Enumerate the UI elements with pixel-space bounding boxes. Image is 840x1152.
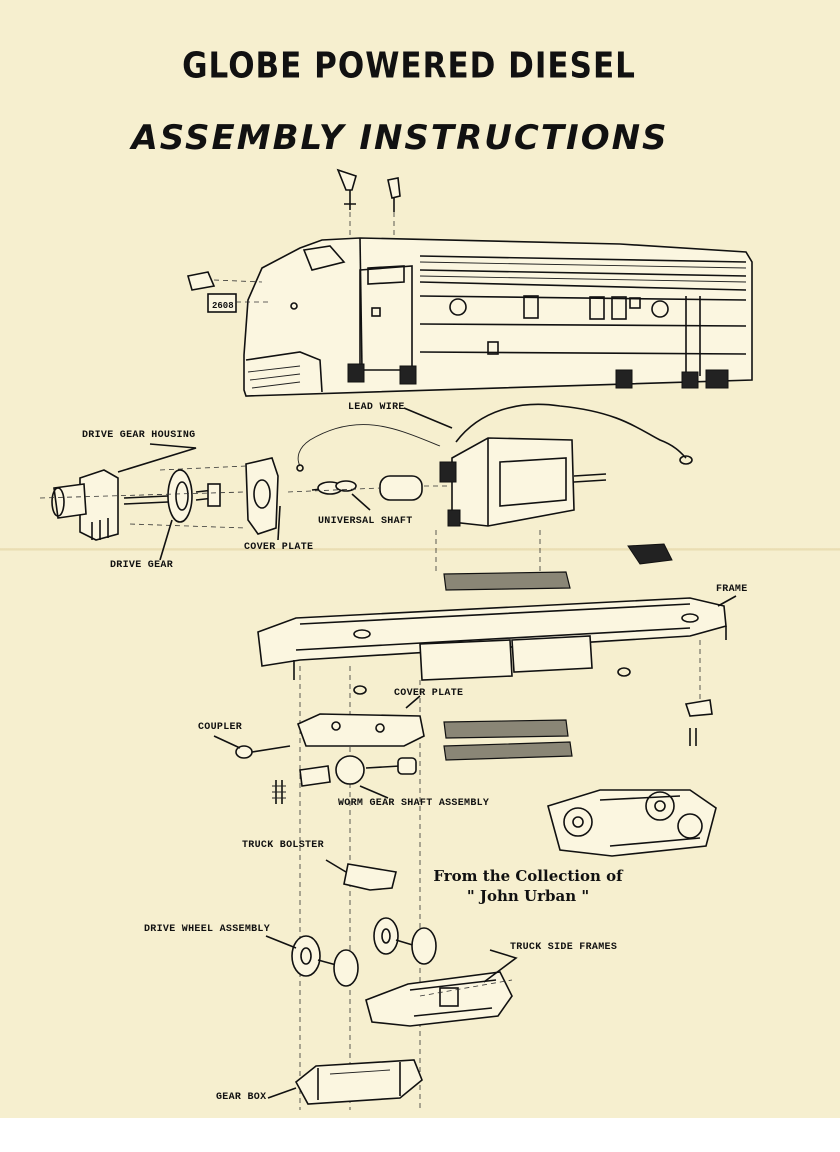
rear-truck	[547, 789, 717, 857]
paper-fold	[0, 548, 840, 551]
label-drive-gear-housing: DRIVE GEAR HOUSING	[82, 430, 196, 441]
exploded-diagram: 2608	[39, 168, 753, 1110]
page-subtitle: ASSEMBLY INSTRUCTIONS	[131, 118, 669, 158]
label-gear-box: GEAR BOX	[216, 1092, 267, 1103]
label-frame: FRAME	[716, 584, 748, 595]
label-universal-shaft: UNIVERSAL SHAFT	[318, 516, 413, 527]
page-title: GLOBE POWERED DIESEL	[182, 45, 636, 87]
leader-arrows	[117, 407, 737, 1099]
label-cover-plate-truck: COVER PLATE	[394, 688, 464, 699]
front-parts	[186, 271, 270, 313]
label-lead-wire: LEAD WIRE	[348, 402, 405, 413]
drive-gear-housing-group	[39, 457, 279, 541]
label-drive-wheel-assembly: DRIVE WHEEL ASSEMBLY	[144, 924, 271, 935]
number-plate-text: 2608	[212, 301, 234, 311]
motor-group	[287, 403, 693, 527]
label-cover-plate-top: COVER PLATE	[244, 542, 314, 553]
label-truck-side-frames: TRUCK SIDE FRAMES	[510, 942, 618, 953]
truck-side-frames-part	[365, 971, 513, 1027]
credit-line-1: From the Collection of	[433, 867, 623, 885]
label-truck-bolster: TRUCK BOLSTER	[242, 840, 324, 851]
label-coupler: COUPLER	[198, 722, 243, 733]
instruction-sheet: GLOBE POWERED DIESEL ASSEMBLY INSTRUCTIO…	[0, 0, 840, 1118]
drive-wheels	[291, 917, 437, 987]
frame-group	[257, 530, 727, 1110]
horn-parts	[336, 168, 401, 246]
collection-credit: From the Collection of " John Urban "	[433, 866, 623, 906]
gear-box-part	[294, 1059, 423, 1105]
locomotive-body	[243, 237, 753, 397]
credit-line-2: " John Urban "	[466, 887, 590, 905]
label-worm-gear-shaft-assembly: WORM GEAR SHAFT ASSEMBLY	[338, 798, 490, 809]
truck-bolster-part	[325, 859, 397, 891]
label-drive-gear: DRIVE GEAR	[110, 560, 174, 571]
power-truck-group	[235, 699, 713, 804]
